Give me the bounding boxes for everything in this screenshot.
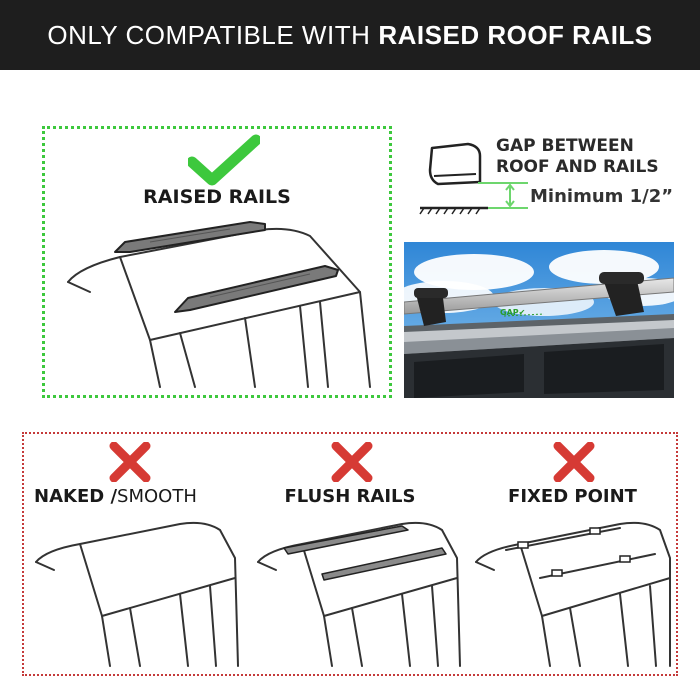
photo-gap-tag: GAP✔ <box>500 308 526 317</box>
gap-title-line1: GAP BETWEEN <box>496 136 634 156</box>
roof-rack-photo-drawing <box>404 242 674 398</box>
incompatible-box <box>22 432 678 676</box>
cross-icon <box>331 442 373 482</box>
flush-rails-label: FLUSH RAILS <box>284 486 416 507</box>
fixed-point-label: FIXED POINT <box>508 486 637 507</box>
banner-emphasis: RAISED ROOF RAILS <box>378 19 653 50</box>
raised-rails-car-illustration <box>67 221 371 388</box>
roof-rack-photo: GAP✔ <box>404 242 674 398</box>
cross-icon <box>109 442 151 482</box>
banner-prefix: ONLY COMPATIBLE WITH <box>47 19 371 50</box>
gap-title: GAP BETWEEN ROOF AND RAILS <box>496 136 659 178</box>
fixed-point-car-illustration <box>475 521 671 667</box>
roof-gap-diagram <box>419 142 528 215</box>
naked-smooth-label: NAKED /SMOOTH <box>34 486 234 507</box>
header-banner: ONLY COMPATIBLE WITH RAISED ROOF RAILS <box>0 0 700 70</box>
checkmark-icon <box>188 134 260 186</box>
naked-label-thin: SMOOTH <box>117 486 197 507</box>
raised-rails-label: RAISED RAILS <box>143 186 291 208</box>
naked-roof-car-illustration <box>35 521 239 667</box>
flush-rails-car-illustration <box>257 521 461 667</box>
gap-minimum-label: Minimum 1/2” <box>530 186 674 207</box>
gap-title-line2: ROOF AND RAILS <box>496 157 659 177</box>
cross-icon <box>553 442 595 482</box>
compatible-box <box>42 126 392 398</box>
naked-label-bold: NAKED / <box>34 486 118 507</box>
